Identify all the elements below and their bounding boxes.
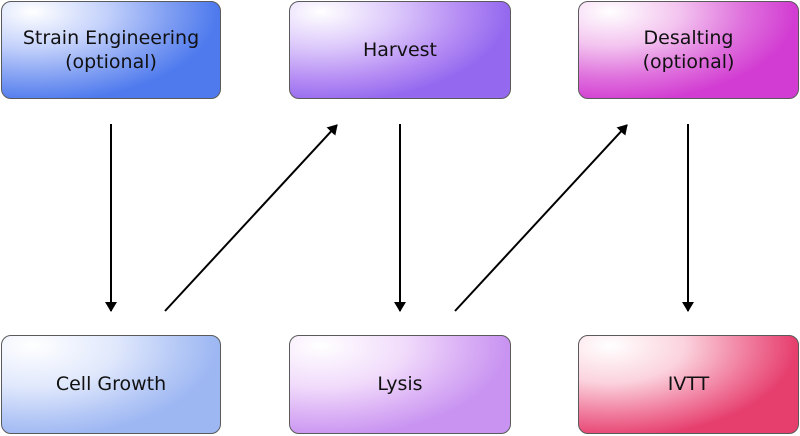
- node-ivtt: IVTT: [578, 335, 799, 434]
- node-strain-engineering: Strain Engineering (optional): [1, 1, 221, 99]
- node-cell-growth-label: Cell Growth: [55, 373, 167, 396]
- node-strain-engineering-sublabel: (optional): [65, 51, 157, 73]
- node-ivtt-label: IVTT: [667, 373, 710, 396]
- arrow-lysis-to-desalting: [454, 124, 628, 312]
- node-desalting-sublabel: (optional): [642, 51, 735, 73]
- node-desalting-label: Desalting: [643, 26, 734, 49]
- node-harvest: Harvest: [289, 1, 511, 99]
- node-desalting: Desalting (optional): [578, 1, 799, 99]
- node-harvest-label: Harvest: [362, 38, 438, 61]
- node-strain-engineering-label: Strain Engineering: [22, 26, 200, 49]
- node-lysis-label: Lysis: [377, 373, 423, 396]
- node-cell-growth: Cell Growth: [1, 335, 221, 434]
- node-lysis: Lysis: [289, 335, 511, 434]
- arrow-cell-growth-to-harvest: [164, 124, 338, 312]
